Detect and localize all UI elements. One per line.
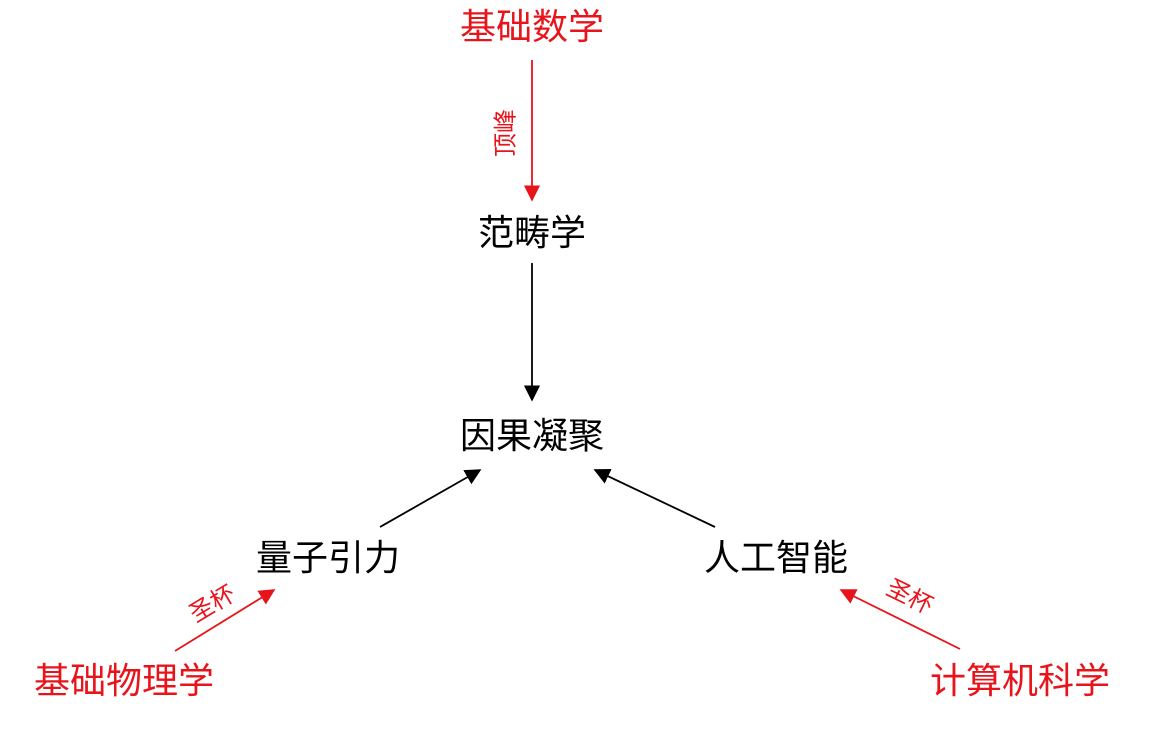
- arrow-physics-to-gravity: [174, 589, 276, 652]
- edge-label-holy-grail-cs: 圣杯: [882, 574, 937, 620]
- edge-label-holy-grail-physics: 圣杯: [184, 579, 240, 628]
- edge-gravity-to-causal: [379, 469, 482, 528]
- node-basic-physics: 基础物理学: [34, 661, 214, 702]
- arrow-gravity-to-causal: [379, 469, 482, 528]
- node-quantum-gravity: 量子引力: [256, 538, 400, 579]
- edge-math-to-category: 顶峰: [492, 60, 541, 202]
- edge-ai-to-causal: [593, 468, 716, 528]
- edge-physics-to-gravity: 圣杯: [174, 579, 276, 652]
- edge-label-peak: 顶峰: [492, 109, 520, 157]
- arrow-ai-to-causal: [593, 468, 716, 528]
- node-causal-condensation: 因果凝聚: [460, 416, 604, 457]
- edge-cs-to-ai: 圣杯: [839, 574, 961, 650]
- node-computer-science: 计算机科学: [930, 661, 1110, 702]
- node-category-theory: 范畴学: [478, 213, 586, 254]
- node-basic-math: 基础数学: [460, 7, 604, 48]
- arrow-cs-to-ai: [839, 589, 961, 650]
- node-artificial-intelligence: 人工智能: [704, 538, 848, 579]
